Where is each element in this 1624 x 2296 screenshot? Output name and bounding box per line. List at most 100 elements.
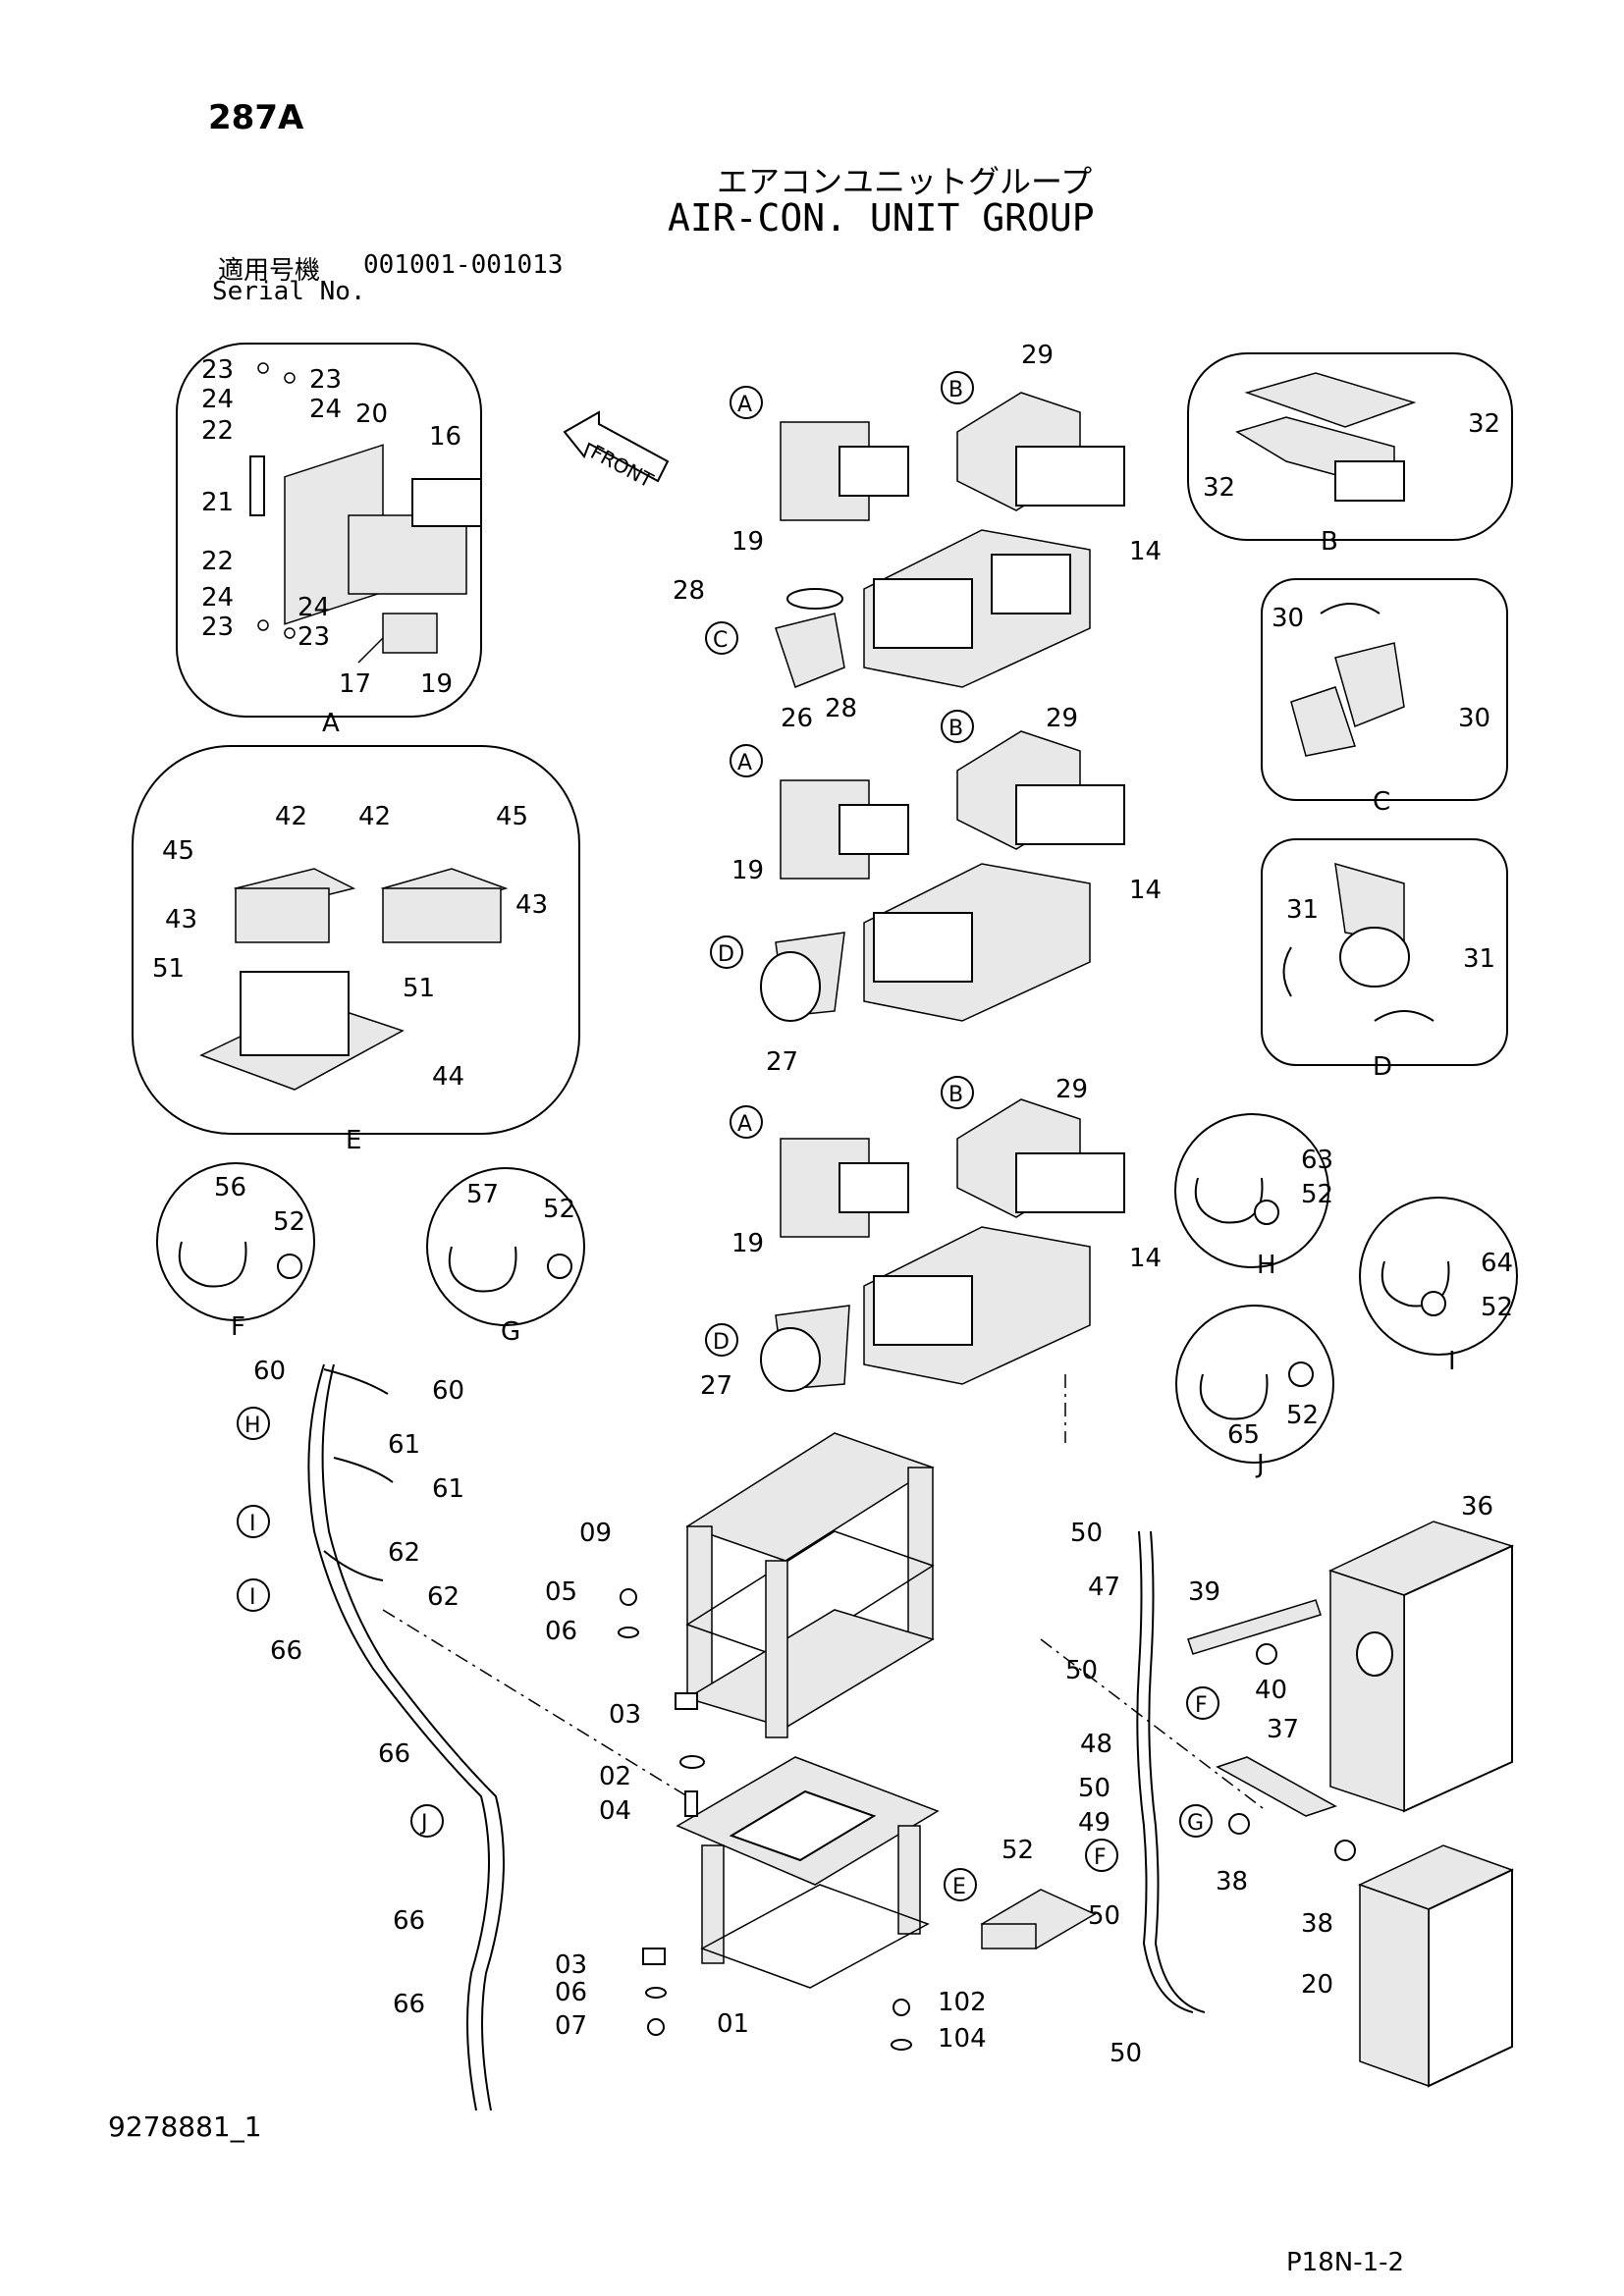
marker-f: F: [1195, 1693, 1208, 1718]
callout-50: 50: [1078, 1774, 1110, 1803]
detail-label-e: E: [346, 1126, 361, 1155]
callout-63: 63: [1301, 1146, 1333, 1175]
callout-66: 66: [393, 1990, 425, 2019]
callout-45: 45: [496, 802, 528, 831]
callout-45: 45: [162, 836, 194, 866]
callout-104: 104: [938, 2024, 987, 2054]
detail-b-panel: 32 32 B: [1187, 352, 1513, 557]
callout-43: 43: [165, 905, 197, 934]
serial-label: Serial No.: [212, 277, 366, 306]
callout-29: 29: [1046, 704, 1078, 733]
callout-29: 29: [1021, 341, 1054, 370]
callout-14: 14: [1129, 876, 1162, 905]
callout-32: 32: [1203, 473, 1235, 503]
callout-52: 52: [1286, 1401, 1319, 1430]
page-number: 287A: [208, 98, 304, 137]
air-con-box: 36 39 40 37 38 38 20: [1187, 1492, 1515, 2088]
detail-c-panel: 30 30 C: [1261, 578, 1508, 817]
callout-66: 66: [378, 1739, 410, 1769]
callout-06: 06: [545, 1617, 577, 1646]
detail-f-panel: 56 52 F: [156, 1162, 315, 1342]
callout-66: 66: [270, 1636, 302, 1666]
marker-b: B: [948, 378, 963, 402]
callout-31: 31: [1463, 944, 1495, 974]
detail-label-i: I: [1448, 1347, 1456, 1376]
callout-20: 20: [1301, 1970, 1333, 2000]
callout-20: 20: [355, 400, 388, 429]
callout-02: 02: [599, 1762, 631, 1791]
callout-37: 37: [1267, 1715, 1299, 1744]
callout-21: 21: [201, 488, 234, 517]
callout-04: 04: [599, 1796, 631, 1826]
page-title: AIR-CON. UNIT GROUP: [668, 196, 1095, 240]
middle-unit: A B 29 19 14 D 27: [710, 704, 1162, 1077]
callout-30: 30: [1272, 604, 1304, 633]
detail-a-panel: 23 23 24 24 22 20 16 21 22 24 24 23 23 1…: [176, 343, 482, 738]
detail-j-panel: 65 52 J: [1175, 1305, 1334, 1479]
marker-i: I: [249, 1512, 256, 1536]
detail-label-j: J: [1255, 1450, 1265, 1479]
hose-assembly: 60 60 61 61 62 62 66 66 66 66 H I I J: [237, 1357, 688, 2111]
callout-50: 50: [1088, 1901, 1120, 1931]
callout-16: 16: [429, 422, 461, 452]
callout-61: 61: [432, 1474, 464, 1504]
detail-label-g: G: [501, 1317, 520, 1347]
detail-e-panel: 42 42 45 45 43 43 51 51 44 E: [132, 745, 580, 1155]
callout-40: 40: [1255, 1676, 1287, 1705]
callout-43: 43: [515, 890, 548, 920]
callout-22: 22: [201, 416, 234, 446]
callout-23: 23: [201, 355, 234, 385]
callout-42: 42: [275, 802, 307, 831]
callout-51: 51: [152, 954, 185, 984]
callout-30: 30: [1458, 704, 1490, 733]
marker-j: J: [419, 1811, 428, 1836]
callout-17: 17: [339, 669, 371, 699]
callout-06: 06: [555, 1978, 587, 2007]
callout-05: 05: [545, 1577, 577, 1607]
callout-22: 22: [201, 547, 234, 576]
marker-a: A: [737, 751, 752, 775]
callout-64: 64: [1481, 1249, 1513, 1278]
marker-a: A: [737, 1112, 752, 1137]
callout-19: 19: [731, 856, 764, 885]
marker-h: H: [244, 1414, 261, 1438]
callout-66: 66: [393, 1906, 425, 1936]
upper-unit: A B 29 19 14 28 C 26 28: [673, 341, 1162, 733]
callout-23: 23: [298, 622, 330, 652]
callout-56: 56: [214, 1173, 246, 1202]
marker-c: C: [713, 628, 728, 653]
marker-d: D: [713, 1330, 730, 1355]
serial-label-japanese: 適用号機: [218, 256, 321, 286]
callout-07: 07: [555, 2011, 587, 2041]
callout-57: 57: [466, 1180, 499, 1209]
callout-50: 50: [1070, 1519, 1103, 1548]
callout-102: 102: [938, 1988, 987, 2017]
detail-d-panel: 31 31 D: [1261, 838, 1508, 1082]
callout-14: 14: [1129, 1244, 1162, 1273]
callout-31: 31: [1286, 895, 1319, 925]
detail-label-a: A: [322, 709, 340, 738]
callout-24: 24: [201, 385, 234, 414]
marker-e: E: [952, 1875, 966, 1899]
callout-52: 52: [1001, 1836, 1034, 1865]
callout-60: 60: [253, 1357, 286, 1386]
callout-23: 23: [309, 365, 342, 395]
callout-50: 50: [1110, 2039, 1142, 2068]
marker-f: F: [1094, 1845, 1107, 1870]
document-id: 9278881_1: [108, 2110, 262, 2143]
callout-50: 50: [1065, 1656, 1098, 1685]
callout-52: 52: [1301, 1180, 1333, 1209]
marker-g: G: [1187, 1811, 1204, 1836]
callout-24: 24: [201, 583, 234, 613]
callout-24: 24: [309, 395, 342, 424]
callout-39: 39: [1188, 1577, 1220, 1607]
lower-unit: A B 29 19 14 D 27: [700, 1075, 1162, 1443]
mounting-frame: 09 05 06 03 02 04 03 06 07 01 102 104: [545, 1432, 987, 2054]
callout-62: 62: [388, 1538, 420, 1568]
serial-range: 001001-001013: [363, 250, 564, 280]
detail-label-c: C: [1373, 787, 1390, 817]
callout-60: 60: [432, 1376, 464, 1406]
callout-32: 32: [1468, 409, 1500, 439]
detail-label-h: H: [1257, 1251, 1276, 1280]
